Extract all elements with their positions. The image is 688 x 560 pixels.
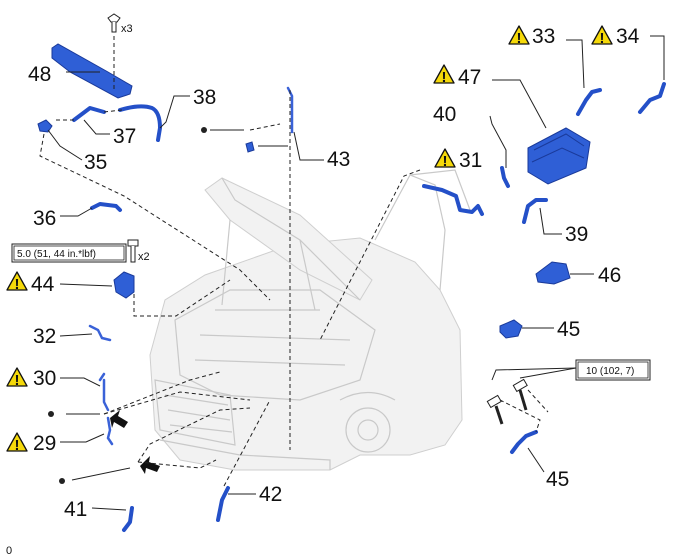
part-32-hose — [88, 324, 112, 342]
warning-mark: ! — [15, 276, 20, 293]
part-48-cover — [51, 43, 133, 99]
callout-45-upper: 45 — [557, 318, 580, 341]
callout-39: 39 — [565, 223, 588, 246]
part-43-pipe — [286, 86, 294, 134]
clip-multiplier: x3 — [121, 23, 133, 35]
parts — [37, 43, 666, 532]
fasteners: x3 x2 — [48, 13, 528, 484]
bolt-icon — [512, 378, 528, 411]
part-35-clamp — [37, 119, 53, 133]
arrow-icon — [140, 456, 160, 474]
part-37-hose — [72, 106, 106, 122]
warning-mark: ! — [517, 30, 522, 47]
callout-30: 30 — [33, 367, 56, 390]
callout-42: 42 — [259, 483, 282, 506]
part-44-valve — [113, 271, 135, 299]
clip-icon — [107, 13, 121, 33]
callout-47: 47 — [458, 66, 481, 89]
warning-mark: ! — [600, 30, 605, 47]
callout-44: 44 — [31, 273, 55, 296]
callout-36: 36 — [33, 207, 56, 230]
part-39-hose — [522, 198, 548, 224]
part-41-hose — [122, 506, 134, 532]
callout-35: 35 — [84, 151, 107, 174]
callout-48: 48 — [28, 63, 51, 86]
part-40-hose — [500, 166, 510, 188]
part-30-hose — [98, 372, 110, 412]
part-45-bracket-upper — [499, 319, 523, 339]
bullet-dot — [48, 411, 54, 417]
part-31-hose — [422, 184, 484, 216]
callout-34: 34 — [616, 25, 640, 48]
part-43-clip — [245, 141, 255, 153]
bolt-icon — [486, 394, 504, 425]
warning-mark: ! — [15, 372, 20, 389]
callout-29: 29 — [33, 432, 56, 455]
vehicle-outline — [149, 169, 471, 471]
part-45-pipe-lower — [510, 430, 538, 454]
callout-33: 33 — [532, 25, 555, 48]
part-38-hose — [118, 104, 162, 142]
callout-31: 31 — [459, 149, 482, 172]
torque-spec-text: 10 (102, 7) — [586, 366, 634, 377]
part-46-cover — [535, 261, 571, 285]
part-34-hose — [638, 82, 666, 114]
callout-32: 32 — [33, 325, 56, 348]
callout-45-lower: 45 — [546, 468, 569, 491]
callout-43: 43 — [327, 148, 350, 171]
part-42-hose — [216, 486, 230, 522]
torque-spec-right: 10 (102, 7) — [575, 359, 651, 381]
callout-41: 41 — [64, 498, 87, 521]
bolt-icon — [127, 239, 139, 263]
warning-mark: ! — [15, 437, 20, 454]
bullet-dot — [59, 478, 65, 484]
part-47-inverter — [527, 127, 591, 185]
part-36-hose — [90, 202, 122, 212]
callout-40: 40 — [433, 103, 456, 126]
callout-46: 46 — [598, 264, 621, 287]
arrow-icon — [110, 410, 128, 428]
bullet-dot — [201, 127, 207, 133]
torque-spec-left: 5.0 (51, 44 in.*lbf) — [11, 243, 127, 263]
callout-numbers: 48 38 37 35 36 44 32 30 29 41 42 43 31 3… — [28, 25, 640, 521]
bolt-multiplier: x2 — [138, 251, 150, 263]
callout-38: 38 — [193, 86, 216, 109]
part-33-hose — [576, 88, 602, 116]
leader-lines — [39, 35, 665, 511]
part-29-hose — [106, 416, 114, 446]
callout-37: 37 — [113, 125, 136, 148]
figure-code: 0 — [6, 545, 12, 557]
torque-spec-text: 5.0 (51, 44 in.*lbf) — [17, 249, 96, 260]
warning-icons: ! ! ! ! ! ! ! — [6, 25, 613, 454]
warning-mark: ! — [443, 153, 448, 170]
warning-mark: ! — [442, 69, 447, 86]
